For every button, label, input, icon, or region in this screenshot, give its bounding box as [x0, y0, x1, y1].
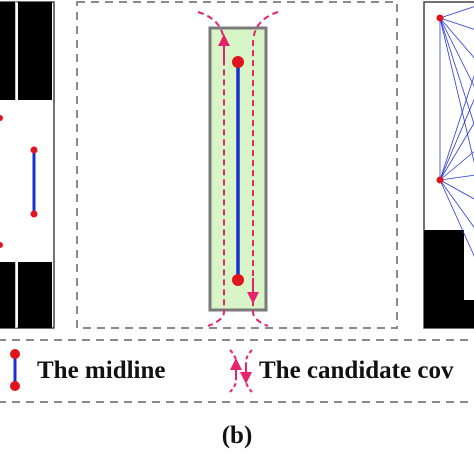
legend-midline-icon	[10, 349, 20, 391]
legend-midline-label: The midline	[37, 357, 166, 384]
right-node-top	[436, 14, 444, 22]
left-midline-start	[30, 146, 38, 154]
right-panel	[423, 1, 474, 329]
midline-start-point	[232, 56, 244, 68]
candidate-path-left	[197, 11, 225, 327]
left-node-bottom	[0, 242, 3, 248]
midline-end-point	[232, 274, 244, 286]
figure-caption: (b)	[221, 422, 253, 449]
right-node-mid	[436, 176, 444, 184]
legend-candidate-icon	[229, 349, 253, 393]
right-obstacle-small	[462, 300, 474, 328]
left-obstacle-top	[18, 2, 52, 100]
left-gap	[0, 100, 16, 262]
left-panel	[0, 1, 55, 329]
candidate-path-right	[252, 11, 279, 327]
left-midline-end	[30, 210, 38, 218]
visibility-rays	[439, 6, 474, 257]
left-node-top	[0, 115, 3, 121]
middle-panel	[76, 1, 398, 329]
legend-box	[0, 339, 474, 403]
legend-candidate-label: The candidate cov	[259, 357, 454, 384]
right-obstacle-bottom	[424, 230, 464, 328]
left-obstacle-bottom	[18, 262, 52, 328]
